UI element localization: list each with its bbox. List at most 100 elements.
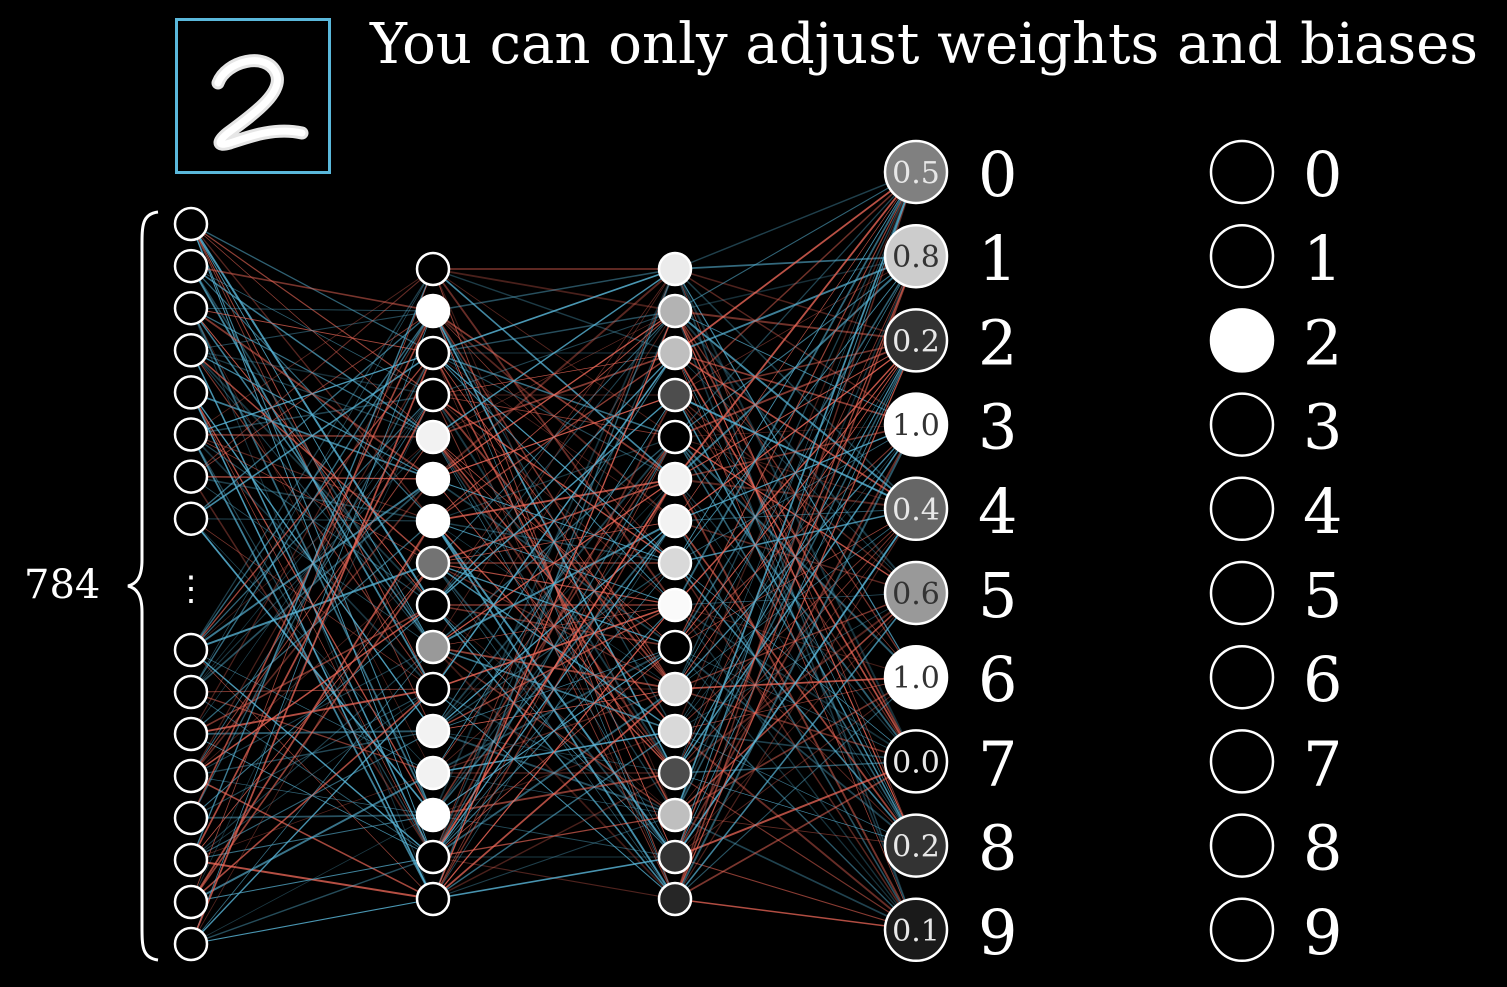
weight-edge (432, 268, 676, 438)
output-neuron (883, 729, 949, 794)
input-neuron (173, 290, 209, 326)
hidden-neuron-layer1 (415, 545, 451, 581)
weight-edge (674, 255, 917, 312)
weight-edges (190, 171, 917, 945)
weight-edge (432, 814, 676, 900)
weight-edge (674, 508, 917, 774)
weight-edge (674, 760, 917, 900)
target-digit-label: 1 (1303, 222, 1342, 295)
weight-edge (432, 478, 676, 900)
target-neuron (1209, 139, 1275, 205)
weight-edge (190, 310, 434, 945)
weight-edge (674, 171, 917, 648)
hidden-neuron-layer2 (657, 587, 693, 623)
output-neuron (883, 560, 949, 626)
output-value-label: 0.8 (892, 240, 940, 275)
output-digit-label: 2 (978, 306, 1017, 379)
weight-edge (674, 255, 917, 900)
weight-edge (190, 310, 434, 693)
hidden-neuron-layer2 (657, 671, 693, 707)
output-neuron (883, 813, 949, 878)
input-brace (127, 210, 159, 962)
weight-edge (432, 688, 676, 858)
weight-edge (674, 424, 917, 858)
weight-edge (190, 310, 434, 520)
output-value-label: 0.4 (892, 493, 940, 528)
hidden-neuron-layer1 (415, 461, 451, 497)
weight-edge (674, 676, 917, 900)
weight-edge (432, 352, 676, 732)
weight-edge (674, 856, 917, 931)
output-value-label: 0.2 (892, 830, 940, 865)
weight-edge (190, 310, 434, 477)
weight-edge (674, 171, 917, 690)
weight-edge (432, 268, 676, 354)
weight-edge (190, 268, 434, 478)
output-digit-label: 3 (978, 391, 1017, 464)
weight-edge (432, 310, 676, 480)
weight-edge (432, 394, 676, 858)
weight-edge (190, 898, 434, 945)
weight-edge (432, 268, 676, 312)
hidden-neuron-layer1 (415, 713, 451, 749)
weight-edge (432, 436, 676, 900)
weight-edge (432, 310, 676, 354)
weight-edge (674, 171, 917, 900)
input-count-label: 784 (24, 562, 101, 608)
weight-edge (190, 352, 434, 945)
weight-edge (190, 562, 434, 777)
output-neuron (883, 897, 949, 963)
weight-edge (190, 268, 434, 861)
output-digit-label: 4 (978, 475, 1017, 548)
output-neuron (883, 392, 949, 457)
weight-edge (674, 592, 917, 900)
weight-edge (190, 476, 434, 480)
weight-edge (190, 518, 434, 690)
input-neuron (173, 842, 209, 878)
weight-edge (432, 436, 676, 858)
weight-edge (190, 646, 434, 945)
hidden-neuron-layer2 (657, 755, 693, 791)
weight-edge (190, 518, 434, 522)
target-neuron (1209, 223, 1275, 289)
weight-edge (432, 310, 676, 858)
weight-edge (674, 255, 917, 858)
weight-edge (674, 340, 917, 732)
target-digit-label: 8 (1303, 812, 1342, 885)
input-neuron (173, 417, 209, 452)
input-neuron (173, 459, 209, 494)
title: You can only adjust weights and biases (370, 12, 1478, 77)
output-digit-label: 0 (978, 138, 1017, 211)
hidden-neuron-layer1 (415, 839, 451, 875)
weight-edge (190, 349, 434, 396)
output-value-label: 1.0 (892, 409, 940, 444)
input-neuron (173, 375, 209, 410)
weight-edge (432, 268, 676, 480)
weight-edge (674, 171, 917, 606)
weight-edge (674, 676, 917, 858)
hidden-neuron-layer2 (657, 713, 693, 749)
output-digit-label: 8 (978, 812, 1017, 885)
weight-edge (432, 268, 676, 900)
weight-edge (432, 730, 676, 900)
weight-edge (674, 340, 917, 900)
weight-edge (190, 434, 434, 564)
target-neuron (1209, 644, 1275, 710)
input-neuron (173, 206, 209, 242)
target-digit-label: 4 (1303, 475, 1342, 548)
weight-edge (190, 604, 434, 777)
weight-edge (674, 508, 917, 816)
handwritten-digit-icon (211, 54, 309, 151)
weight-edge (432, 310, 676, 438)
input-neuron (173, 758, 209, 794)
weight-edge (190, 436, 434, 777)
weight-edge (674, 171, 917, 564)
weight-edge (432, 268, 676, 606)
weight-edge (674, 171, 917, 312)
hidden-neuron-layer2 (657, 881, 693, 917)
weight-edge (190, 730, 434, 777)
target-neuron (1209, 729, 1275, 794)
weight-edge (190, 688, 434, 861)
weight-edge (674, 760, 917, 858)
